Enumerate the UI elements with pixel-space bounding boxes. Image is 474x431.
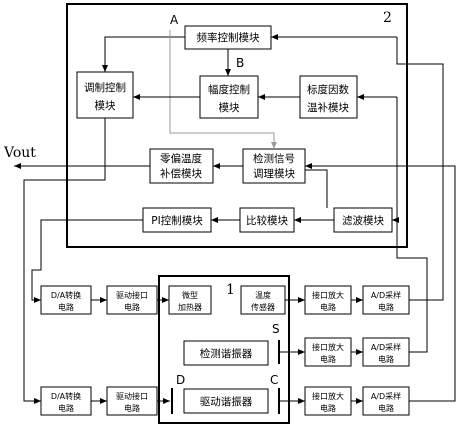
interface-amp-1: 接口放大 电路: [304, 285, 352, 315]
detect-signal-cond-block: 检测信号 调理模块: [242, 148, 306, 184]
da-converter-1: D/A转换 电路: [40, 285, 92, 315]
svg-text:D/A转换: D/A转换: [51, 391, 81, 401]
freq-control-block: 频率控制模块: [184, 25, 272, 50]
da-converter-2: D/A转换 电路: [40, 386, 92, 416]
control-unit-frame: [66, 3, 408, 248]
filter-block: 滤波模块: [333, 207, 393, 233]
svg-text:检测谐振器: 检测谐振器: [200, 347, 253, 360]
svg-text:PI控制模块: PI控制模块: [151, 214, 203, 227]
point-b-label: B: [236, 56, 244, 70]
point-d-label: D: [176, 373, 185, 387]
svg-text:接口放大: 接口放大: [312, 290, 344, 300]
svg-text:电路: 电路: [58, 403, 74, 413]
svg-text:电路: 电路: [124, 403, 140, 413]
svg-text:模块: 模块: [95, 100, 116, 112]
svg-text:电路: 电路: [320, 403, 336, 413]
svg-text:驱动接口: 驱动接口: [116, 391, 148, 401]
svg-text:D/A转换: D/A转换: [51, 290, 81, 300]
svg-text:幅度控制: 幅度控制: [208, 83, 250, 96]
svg-text:驱动接口: 驱动接口: [116, 290, 148, 300]
control-unit-number: 2: [383, 10, 392, 26]
svg-text:温度: 温度: [255, 290, 271, 300]
svg-text:比较模块: 比较模块: [246, 214, 288, 227]
interface-amp-3: 接口放大 电路: [304, 386, 352, 416]
wire-pi-to-da1: [31, 219, 143, 303]
svg-text:零偏温度: 零偏温度: [160, 152, 202, 165]
svg-text:频率控制模块: 频率控制模块: [197, 31, 260, 44]
point-c-label: C: [270, 373, 278, 387]
ad-sampler-2: A/D采样 电路: [362, 337, 410, 367]
wire-right-trunk-3: [397, 165, 456, 402]
temp-sensor: 温度 传感器: [240, 285, 286, 315]
point-s-label: S: [272, 322, 280, 336]
svg-text:加热器: 加热器: [178, 302, 202, 312]
pi-control-block: PI控制模块: [142, 207, 212, 233]
svg-text:电路: 电路: [58, 302, 74, 312]
svg-text:温补模块: 温补模块: [307, 101, 349, 114]
wire-mod-to-da2: [23, 166, 106, 404]
sense-resonator: 检测谐振器: [183, 340, 269, 366]
svg-text:补偿模块: 补偿模块: [160, 167, 202, 180]
ad-sampler-3: A/D采样 电路: [362, 386, 410, 416]
sensor-unit-number: 1: [226, 282, 235, 298]
zero-bias-temp-comp-block: 零偏温度 补偿模块: [149, 148, 214, 184]
drive-interface-2: 驱动接口 电路: [106, 386, 158, 416]
svg-text:模块: 模块: [219, 102, 240, 114]
wire-a-to-detect: [169, 30, 277, 149]
svg-text:电路: 电路: [320, 302, 336, 312]
svg-text:电路: 电路: [378, 354, 394, 364]
vout-label: Vout: [3, 145, 36, 161]
svg-text:传感器: 传感器: [251, 302, 275, 312]
svg-text:A/D采样: A/D采样: [371, 342, 401, 352]
micro-heater: 微型 加热器: [168, 285, 212, 315]
svg-text:电路: 电路: [378, 403, 394, 413]
amp-control-block: 幅度控制 模块: [199, 75, 259, 119]
svg-text:电路: 电路: [378, 302, 394, 312]
svg-text:A/D采样: A/D采样: [371, 290, 401, 300]
drive-resonator: 驱动谐振器: [183, 388, 269, 414]
svg-text:接口放大: 接口放大: [312, 391, 344, 401]
point-a-label: A: [170, 13, 179, 27]
svg-text:A/D采样: A/D采样: [371, 391, 401, 401]
drive-interface-1: 驱动接口 电路: [106, 285, 158, 315]
svg-text:检测信号: 检测信号: [253, 152, 295, 165]
compare-block: 比较模块: [239, 207, 295, 233]
svg-text:调理模块: 调理模块: [253, 168, 295, 180]
interface-amp-2: 接口放大 电路: [304, 337, 352, 367]
wire-right-trunk: [396, 37, 444, 301]
svg-text:调制控制: 调制控制: [84, 81, 126, 94]
wire-freq-to-mod: [102, 36, 185, 72]
svg-text:标度因数: 标度因数: [307, 83, 349, 96]
svg-text:驱动谐振器: 驱动谐振器: [200, 395, 253, 408]
svg-text:微型: 微型: [182, 290, 198, 300]
svg-text:电路: 电路: [124, 302, 140, 312]
wire-right-trunk-2: [396, 97, 428, 353]
sensor-unit-frame: [158, 275, 290, 424]
mod-control-block: 调制控制 模块: [76, 71, 134, 119]
wire-filter-to-detect: [305, 169, 328, 208]
ad-sampler-1: A/D采样 电路: [362, 285, 410, 315]
svg-text:滤波模块: 滤波模块: [342, 214, 384, 227]
svg-text:电路: 电路: [320, 354, 336, 364]
svg-text:接口放大: 接口放大: [312, 342, 344, 352]
scale-temp-comp-block: 标度因数 温补模块: [299, 75, 358, 119]
